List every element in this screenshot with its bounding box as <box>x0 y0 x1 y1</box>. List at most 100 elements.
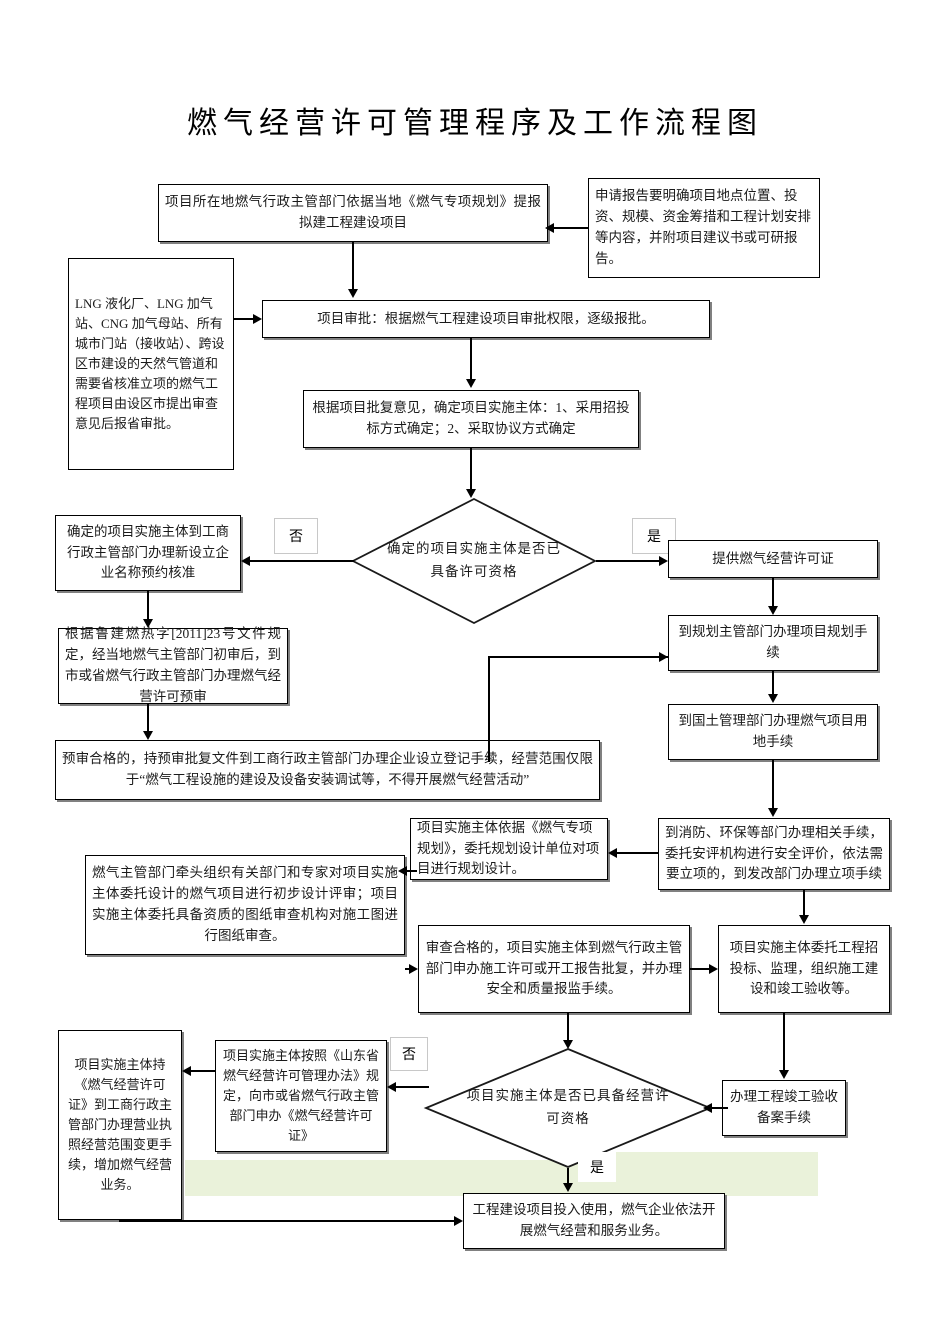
node-provide-gas-license-label: 提供燃气经营许可证 <box>712 550 834 566</box>
connector-subject-to-decision1 <box>470 448 472 490</box>
connector-prereview-to-registration <box>147 704 149 732</box>
node-land-procedures[interactable]: 到国土管理部门办理燃气项目用地手续 <box>668 704 878 760</box>
node-construction-organization-label: 项目实施主体委托工程招投标、监理，组织施工建设和竣工验收等。 <box>729 939 879 997</box>
node-determine-subject[interactable]: 根据项目批复意见，确定项目实施主体：1、采用招投标方式确定；2、采取协议方式确定 <box>303 390 639 448</box>
page-title: 燃气经营许可管理程序及工作流程图 <box>187 107 763 140</box>
node-apply-operating-license-label: 项目实施主体按照《山东省燃气经营许可管理办法》规定，向市或省燃气行政主管部门申办… <box>222 1047 379 1144</box>
node-acceptance-filing[interactable]: 办理工程竣工验收备案手续 <box>722 1080 846 1136</box>
decision-1-shape <box>351 497 597 625</box>
connector-decision2-to-final <box>567 1168 569 1184</box>
node-license-scope-change[interactable]: 项目实施主体持《燃气经营许可证》到工商行政主管部门办理营业执照经营范围变更手续，… <box>58 1030 182 1220</box>
decision-has-permit-qualification-label: 确定的项目实施主体是否已具备许可资格 <box>386 541 561 579</box>
connector-permit-to-decision2 <box>567 1013 569 1047</box>
arrowhead-change-to-final <box>454 1216 463 1226</box>
arrowhead-construction-to-acceptance <box>779 1070 789 1079</box>
arrowhead-land-to-fireenv <box>768 808 778 817</box>
branch-label-no-1: 否 <box>274 518 318 554</box>
node-license-pre-review-label: 根据鲁建燃热字[2011]23号文件规定，经当地燃气主管部门初审后，到市或省燃气… <box>65 626 281 704</box>
arrowhead-permit-to-decision2 <box>563 1040 573 1049</box>
arrowhead-approval-to-subject <box>466 379 476 388</box>
node-final-operation[interactable]: 工程建设项目投入使用，燃气企业依法开展燃气经营和服务业务。 <box>463 1193 725 1249</box>
arrowhead-review-to-permit <box>409 964 418 974</box>
node-project-approval-label: 项目审批：根据燃气工程建设项目审批权限，逐级报批。 <box>317 310 655 326</box>
connector-land-to-fireenv <box>772 760 774 808</box>
node-design-review-label: 燃气主管部门牵头组织有关部门和专家对项目实施主体委托设计的燃气项目进行初步设计评… <box>92 865 398 943</box>
node-planning-procedures[interactable]: 到规划主管部门办理项目规划手续 <box>668 615 878 671</box>
node-propose-project-label: 项目所在地燃气行政主管部门依据当地《燃气专项规划》提报拟建工程建设项目 <box>165 194 541 230</box>
node-construction-organization[interactable]: 项目实施主体委托工程招投标、监理，组织施工建设和竣工验收等。 <box>718 925 890 1013</box>
connector-name-to-prereview <box>147 591 149 621</box>
node-planning-design[interactable]: 项目实施主体依据《燃气专项规划》，委托规划设计单位对项目进行规划设计。 <box>410 818 608 880</box>
decision-has-permit-qualification[interactable]: 确定的项目实施主体是否已具备许可资格 <box>351 497 597 625</box>
node-name-preapproval-label: 确定的项目实施主体到工商行政主管部门办理新设立企业名称预约核准 <box>67 523 229 581</box>
highlight-band-left <box>185 1160 615 1196</box>
decision-has-operating-license[interactable]: 项目实施主体是否已具备经营许可资格 <box>423 1048 713 1168</box>
node-application-report-note[interactable]: 申请报告要明确项目地点位置、投资、规模、资金筹措和工程计划安排等内容，并附项目建… <box>588 178 820 278</box>
connector-registration-to-designchain-h <box>488 656 668 658</box>
connector-review-to-permit <box>405 968 411 970</box>
node-lng-scope-note[interactable]: LNG 液化厂、LNG 加气站、CNG 加气母站、所有城市门站（接收站）、跨设区… <box>68 258 234 470</box>
node-determine-subject-label: 根据项目批复意见，确定项目实施主体：1、采用招投标方式确定；2、采取协议方式确定 <box>312 400 630 436</box>
node-planning-procedures-label: 到规划主管部门办理项目规划手续 <box>678 624 868 660</box>
node-land-procedures-label: 到国土管理部门办理燃气项目用地手续 <box>678 713 868 749</box>
node-acceptance-filing-label: 办理工程竣工验收备案手续 <box>730 1089 838 1125</box>
connector-planning-to-land <box>772 671 774 695</box>
node-fire-env-procedures-label: 到消防、环保等部门办理相关手续，委托安评机构进行安全评价，依法需要立项的，到发改… <box>665 824 883 882</box>
arrowhead-license-to-planning <box>768 606 778 615</box>
connector-license-to-planning <box>772 578 774 606</box>
arrowhead-decision1-to-no <box>241 556 250 566</box>
arrowhead-permit-to-construction <box>709 964 718 974</box>
decision-2-shape <box>423 1048 713 1168</box>
highlight-band-right <box>615 1152 818 1196</box>
node-planning-design-label: 项目实施主体依据《燃气专项规划》，委托规划设计单位对项目进行规划设计。 <box>417 819 600 877</box>
node-construction-permit[interactable]: 审查合格的，项目实施主体到燃气行政主管部门申办施工许可或开工报告批复，并办理安全… <box>418 925 690 1013</box>
arrowhead-note-to-propose <box>545 223 554 233</box>
node-lng-scope-note-label: LNG 液化厂、LNG 加气站、CNG 加气母站、所有城市门站（接收站）、跨设区… <box>75 295 225 432</box>
connector-apply-to-change <box>190 1070 216 1072</box>
node-business-registration-label: 预审合格的，持预审批复文件到工商行政主管部门办理企业设立登记手续，经营范围仅限于… <box>62 751 593 787</box>
connector-propose-to-approval <box>352 242 354 290</box>
node-construction-permit-label: 审查合格的，项目实施主体到燃气行政主管部门申办施工许可或开工报告批复，并办理安全… <box>425 939 683 997</box>
node-fire-env-procedures[interactable]: 到消防、环保等部门办理相关手续，委托安评机构进行安全评价，依法需要立项的，到发改… <box>658 818 890 890</box>
arrowhead-registration-to-planning <box>659 652 668 662</box>
node-application-report-note-label: 申请报告要明确项目地点位置、投资、规模、资金筹措和工程计划安排等内容，并附项目建… <box>595 188 811 266</box>
branch-label-yes-2: 是 <box>578 1152 616 1182</box>
arrowhead-subject-to-decision1 <box>466 489 476 498</box>
arrowhead-prereview-to-registration <box>143 731 153 740</box>
arrowhead-fireenv-to-design <box>608 848 617 858</box>
node-license-pre-review[interactable]: 根据鲁建燃热字[2011]23号文件规定，经当地燃气主管部门初审后，到市或省燃气… <box>58 626 288 704</box>
node-provide-gas-license[interactable]: 提供燃气经营许可证 <box>668 540 878 578</box>
node-propose-project[interactable]: 项目所在地燃气行政主管部门依据当地《燃气专项规划》提报拟建工程建设项目 <box>158 184 548 242</box>
node-project-approval[interactable]: 项目审批：根据燃气工程建设项目审批权限，逐级报批。 <box>262 300 710 338</box>
connector-decision2-to-apply <box>395 1086 429 1088</box>
arrowhead-design-to-review <box>398 866 407 876</box>
connector-approval-to-subject <box>470 338 472 380</box>
node-apply-operating-license[interactable]: 项目实施主体按照《山东省燃气经营许可管理办法》规定，向市或省燃气行政主管部门申办… <box>215 1040 387 1152</box>
node-license-scope-change-label: 项目实施主体持《燃气经营许可证》到工商行政主管部门办理营业执照经营范围变更手续，… <box>67 1056 172 1193</box>
connector-construction-to-acceptance <box>783 1013 785 1071</box>
connector-permit-to-construction <box>690 968 710 970</box>
node-name-preapproval[interactable]: 确定的项目实施主体到工商行政主管部门办理新设立企业名称预约核准 <box>55 515 241 591</box>
node-business-registration[interactable]: 预审合格的，持预审批复文件到工商行政主管部门办理企业设立登记手续，经营范围仅限于… <box>55 740 600 800</box>
arrowhead-acceptance-to-decision2 <box>703 1103 712 1113</box>
arrowhead-name-to-prereview <box>143 619 153 628</box>
arrowhead-planning-to-land <box>768 694 778 703</box>
connector-fireenv-to-construction <box>803 890 805 916</box>
node-design-review[interactable]: 燃气主管部门牵头组织有关部门和专家对项目实施主体委托设计的燃气项目进行初步设计评… <box>85 855 405 955</box>
arrowhead-propose-to-approval <box>348 289 358 298</box>
connector-acceptance-to-decision2 <box>712 1107 728 1109</box>
arrowhead-apply-to-change <box>182 1066 191 1076</box>
arrowhead-decision2-to-final <box>563 1183 573 1192</box>
connector-design-to-review <box>405 870 417 872</box>
arrowhead-lng-to-approval <box>253 314 262 324</box>
arrowhead-fireenv-to-construction <box>799 915 809 924</box>
connector-change-to-final-h <box>119 1220 455 1222</box>
branch-label-no-2: 否 <box>390 1037 428 1071</box>
node-final-operation-label: 工程建设项目投入使用，燃气企业依法开展燃气经营和服务业务。 <box>472 1202 716 1238</box>
arrowhead-decision2-to-apply <box>387 1082 396 1092</box>
connector-decision1-to-no <box>250 560 354 562</box>
connector-fireenv-to-design <box>617 852 659 854</box>
connector-note-to-propose <box>553 227 589 229</box>
connector-decision1-to-yes <box>596 560 660 562</box>
